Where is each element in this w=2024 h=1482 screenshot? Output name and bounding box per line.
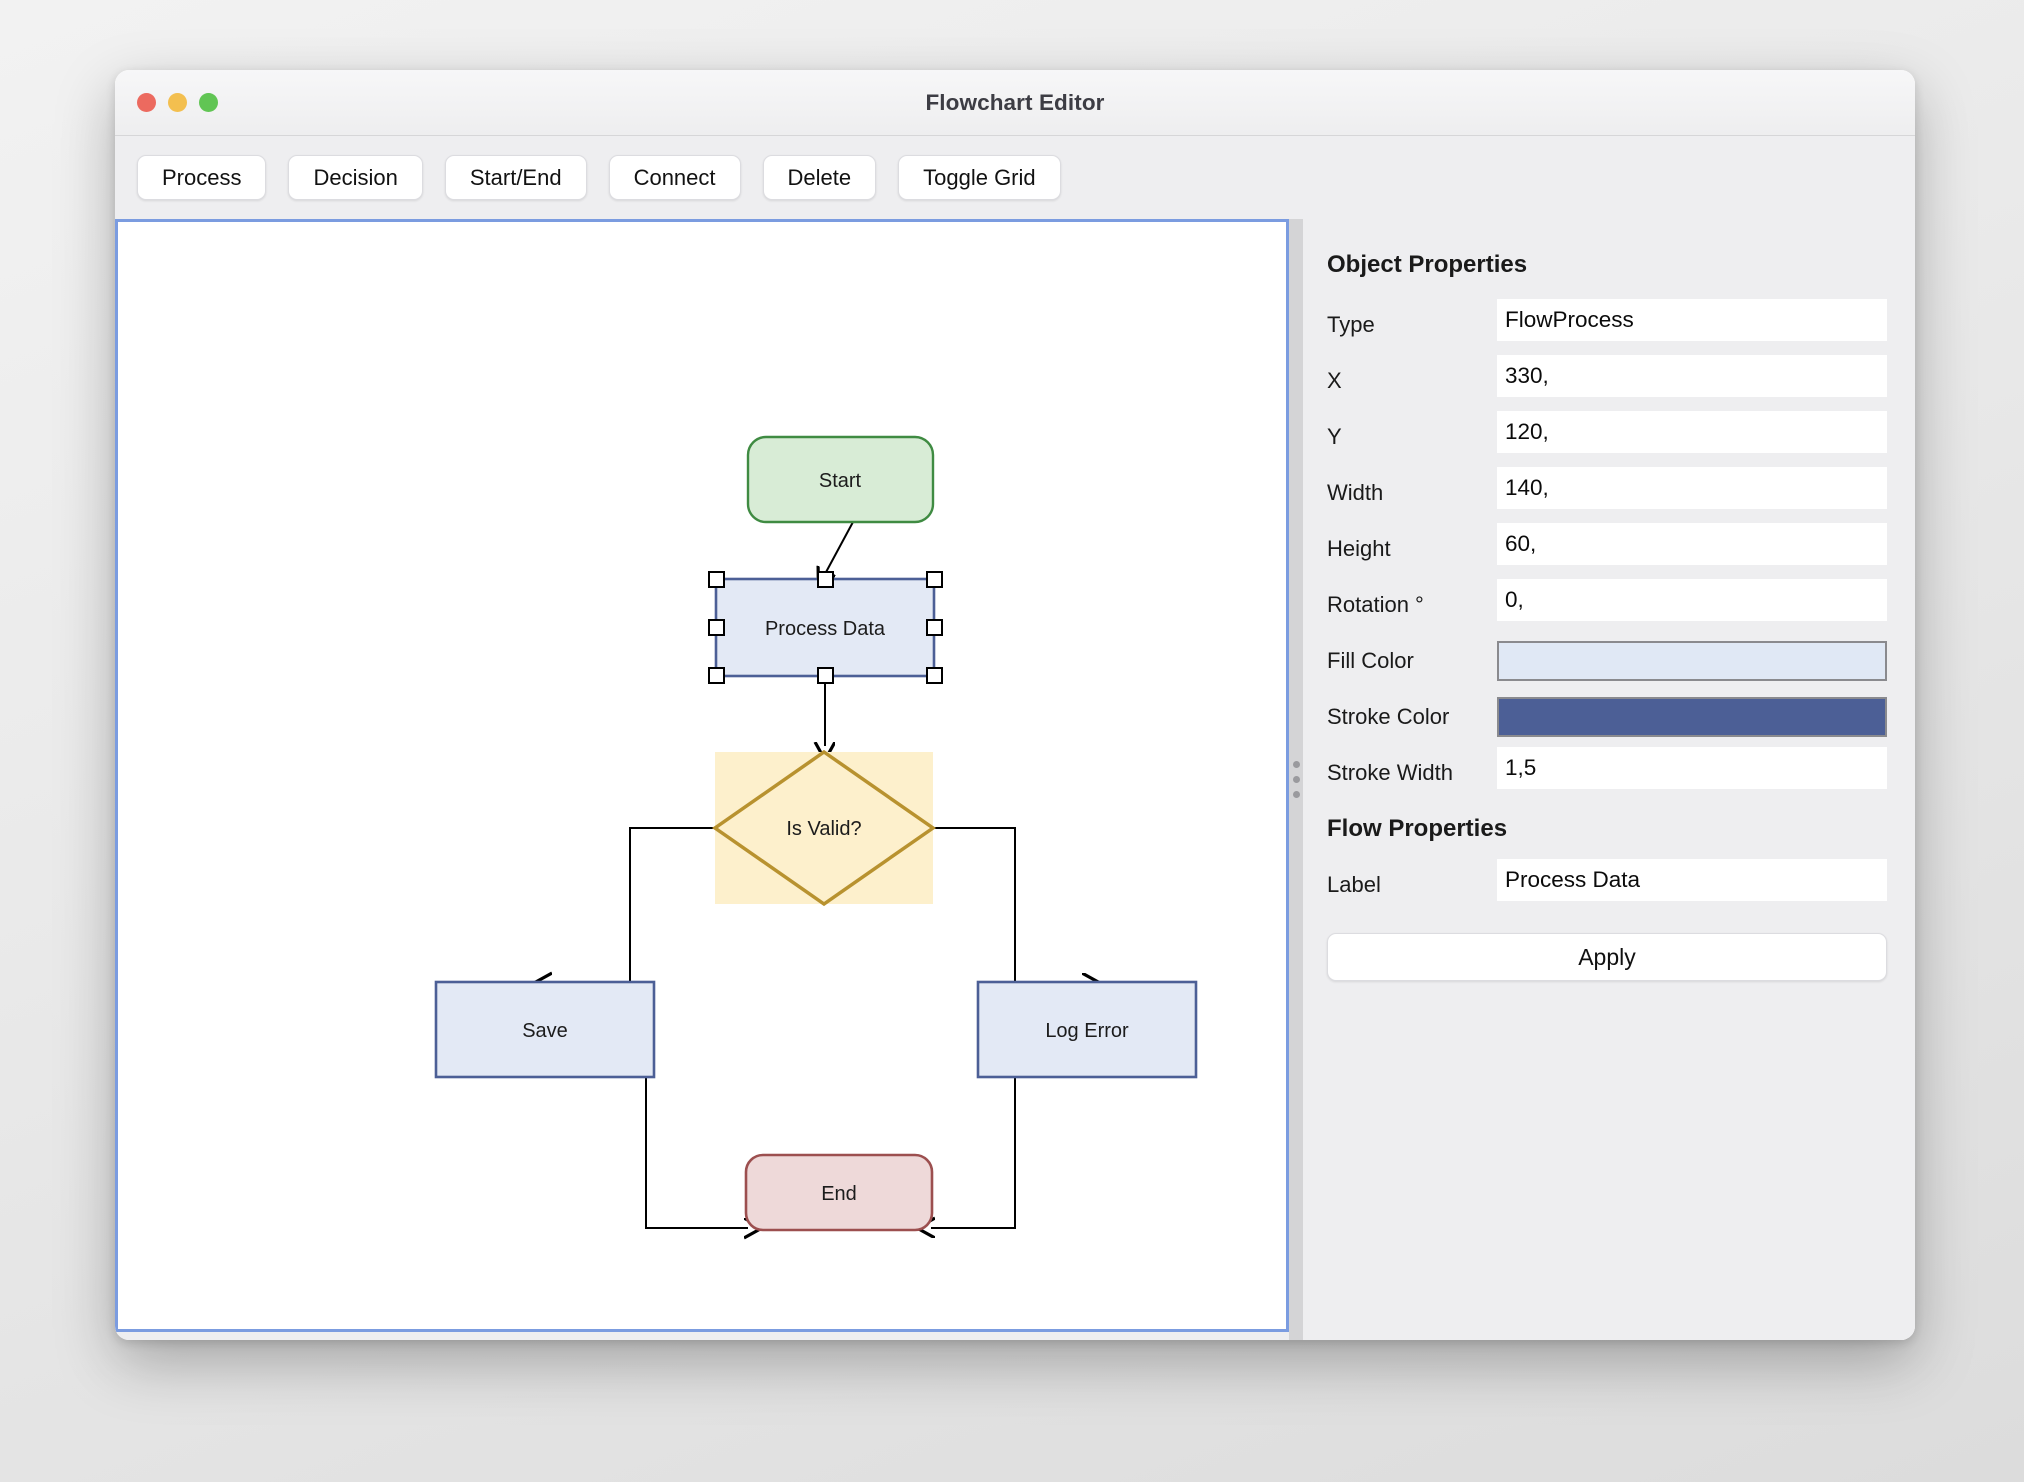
maximize-button[interactable] bbox=[199, 93, 218, 112]
work-area: Start Is Valid? Save Log Error bbox=[115, 219, 1915, 1340]
object-properties-heading: Object Properties bbox=[1327, 251, 1528, 278]
application-window: Flowchart Editor Process Decision Start/… bbox=[115, 70, 1915, 1340]
node-log-error-shape[interactable] bbox=[976, 980, 1198, 1079]
apply-button[interactable]: Apply bbox=[1327, 933, 1887, 981]
stroke-color-swatch[interactable] bbox=[1497, 697, 1887, 737]
property-row-stroke-width: Stroke Width bbox=[1327, 745, 1887, 801]
splitter-grip-icon bbox=[1292, 761, 1300, 798]
resize-handle-middle-right[interactable] bbox=[926, 619, 943, 636]
process-tool-button[interactable]: Process bbox=[137, 155, 267, 200]
label-rotation: Rotation ° bbox=[1327, 592, 1424, 617]
node-end[interactable]: End bbox=[744, 1153, 934, 1232]
property-row-fill-color: Fill Color bbox=[1327, 633, 1887, 689]
label-type: Type bbox=[1327, 312, 1375, 337]
connector-save-to-end[interactable] bbox=[548, 1076, 748, 1228]
node-start-shape[interactable] bbox=[746, 435, 935, 524]
selection-handles[interactable] bbox=[708, 571, 943, 684]
property-row-height: Height bbox=[1327, 521, 1887, 577]
node-is-valid-label: Is Valid? bbox=[786, 818, 861, 840]
start-end-tool-button[interactable]: Start/End bbox=[444, 155, 587, 200]
property-row-rotation: Rotation ° bbox=[1327, 577, 1887, 633]
connector-decision-to-save[interactable] bbox=[548, 827, 715, 983]
connector-decision-to-logerror[interactable] bbox=[933, 827, 1086, 983]
resize-handle-top-right[interactable] bbox=[926, 571, 943, 588]
flowchart-canvas[interactable]: Start Is Valid? Save Log Error bbox=[115, 219, 1289, 1332]
panel-splitter[interactable] bbox=[1289, 219, 1303, 1340]
node-process-data[interactable]: Process Data bbox=[708, 571, 943, 684]
toggle-grid-button[interactable]: Toggle Grid bbox=[898, 155, 1061, 200]
node-log-error[interactable]: Log Error bbox=[976, 980, 1198, 1079]
node-start[interactable]: Start bbox=[746, 435, 935, 524]
resize-handle-bottom-center[interactable] bbox=[817, 667, 834, 684]
node-save[interactable]: Save bbox=[434, 980, 656, 1079]
resize-handle-top-left[interactable] bbox=[708, 571, 725, 588]
connector-logerror-to-end[interactable] bbox=[931, 1076, 1086, 1228]
node-save-label: Save bbox=[522, 1020, 568, 1042]
property-row-label: Label bbox=[1327, 857, 1887, 913]
property-row-x: X bbox=[1327, 353, 1887, 409]
label-width: Width bbox=[1327, 480, 1384, 505]
window-title: Flowchart Editor bbox=[925, 89, 1105, 115]
input-x[interactable] bbox=[1497, 355, 1887, 397]
node-start-label: Start bbox=[819, 470, 862, 492]
close-button[interactable] bbox=[137, 93, 156, 112]
property-row-type: Type bbox=[1327, 297, 1887, 353]
resize-handle-bottom-right[interactable] bbox=[926, 667, 943, 684]
fill-color-swatch[interactable] bbox=[1497, 641, 1887, 681]
flow-properties-heading: Flow Properties bbox=[1327, 815, 1508, 842]
resize-handle-bottom-left[interactable] bbox=[708, 667, 725, 684]
node-process-data-label: Process Data bbox=[765, 618, 886, 640]
label-x: X bbox=[1327, 368, 1342, 393]
input-flow-label[interactable] bbox=[1497, 859, 1887, 901]
input-rotation[interactable] bbox=[1497, 579, 1887, 621]
minimize-button[interactable] bbox=[168, 93, 187, 112]
connect-tool-button[interactable]: Connect bbox=[608, 155, 741, 200]
input-width[interactable] bbox=[1497, 467, 1887, 509]
node-end-shape[interactable] bbox=[744, 1153, 934, 1232]
input-y[interactable] bbox=[1497, 411, 1887, 453]
node-log-error-label: Log Error bbox=[1045, 1020, 1129, 1042]
label-height: Height bbox=[1327, 536, 1391, 561]
decision-tool-button[interactable]: Decision bbox=[288, 155, 423, 200]
label-fill-color: Fill Color bbox=[1327, 648, 1414, 673]
node-save-shape[interactable] bbox=[434, 980, 656, 1079]
label-y: Y bbox=[1327, 424, 1342, 449]
label-stroke-width: Stroke Width bbox=[1327, 760, 1453, 785]
label-stroke-color: Stroke Color bbox=[1327, 704, 1450, 729]
flowchart-diagram[interactable]: Start Is Valid? Save Log Error bbox=[118, 222, 1280, 1332]
window-controls bbox=[137, 93, 218, 112]
node-is-valid[interactable]: Is Valid? bbox=[711, 749, 937, 907]
window-titlebar: Flowchart Editor bbox=[115, 70, 1915, 136]
connector-start-to-process[interactable] bbox=[825, 521, 854, 574]
input-stroke-width[interactable] bbox=[1497, 747, 1887, 789]
node-is-valid-shape[interactable] bbox=[711, 749, 937, 907]
input-height[interactable] bbox=[1497, 523, 1887, 565]
resize-handle-middle-left[interactable] bbox=[708, 619, 725, 636]
input-type[interactable] bbox=[1497, 299, 1887, 341]
property-row-width: Width bbox=[1327, 465, 1887, 521]
toolbar: Process Decision Start/End Connect Delet… bbox=[115, 136, 1915, 219]
resize-handle-top-center[interactable] bbox=[817, 571, 834, 588]
properties-panel: Object Properties Type X Y Width Height bbox=[1303, 219, 1915, 1340]
property-row-y: Y bbox=[1327, 409, 1887, 465]
property-row-stroke-color: Stroke Color bbox=[1327, 689, 1887, 745]
label-flow-label: Label bbox=[1327, 872, 1381, 897]
delete-tool-button[interactable]: Delete bbox=[762, 155, 877, 200]
node-end-label: End bbox=[821, 1183, 857, 1205]
